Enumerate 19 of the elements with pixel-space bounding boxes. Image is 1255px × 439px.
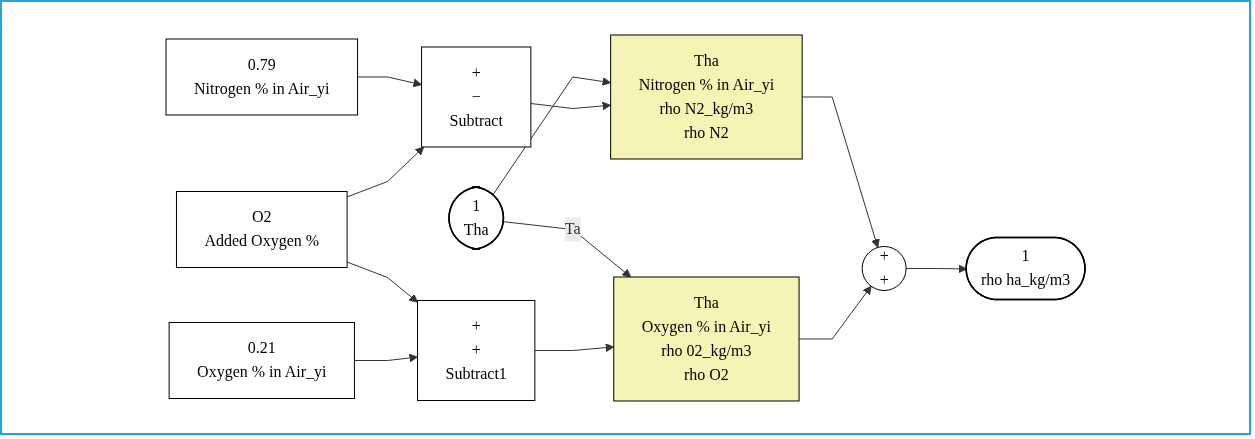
- arrow: [801, 96, 880, 248]
- arrow: [530, 101, 612, 110]
- arrow: [353, 353, 418, 362]
- edge-label: Ta: [564, 219, 581, 237]
- node-box: 0.21 Oxygen % in Air_yi: [168, 321, 355, 399]
- node-box: O2 Added Oxygen %: [176, 190, 348, 268]
- arrow: [534, 342, 615, 352]
- node-box: Tha Nitrogen % in Air_yi rho N2_kg/m3 rho N2: [610, 34, 803, 159]
- arrow: [492, 76, 612, 195]
- arrow: [346, 261, 418, 303]
- node-box: Tha Oxygen % in Air_yi rho 02_kg/m3 rho O2: [613, 276, 800, 401]
- arrow: [346, 146, 425, 197]
- node-box: + + Subtract1: [417, 299, 536, 401]
- arrow: [357, 76, 422, 87]
- arrow: [798, 285, 872, 339]
- node-circle: + +: [861, 245, 907, 291]
- node-box: + − Subtract: [421, 46, 532, 147]
- arrow: [503, 220, 632, 277]
- node-box: 0.79 Nitrogen % in Air_yi: [165, 38, 359, 115]
